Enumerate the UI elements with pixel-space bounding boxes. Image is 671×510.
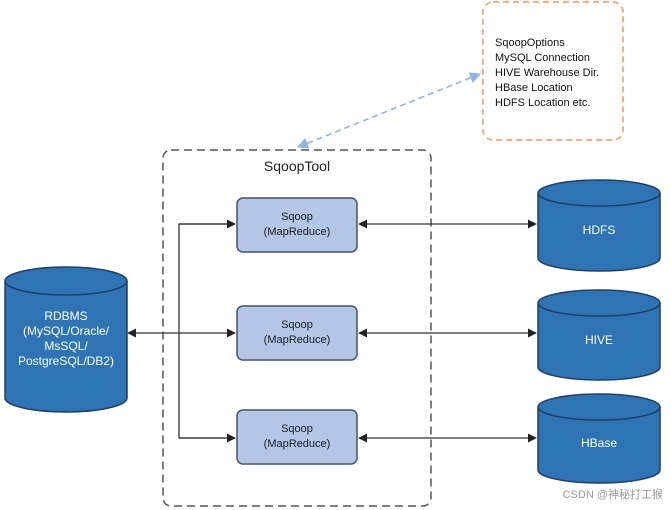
hbase-cylinder — [537, 393, 661, 484]
fanout-bracket — [178, 223, 235, 439]
option-line: SqoopOptions — [495, 37, 565, 49]
sqoop-tool-container — [162, 149, 432, 507]
option-line: MySQL Connection — [495, 52, 590, 64]
watermark: CSDN @神秘打工猴 — [562, 489, 663, 501]
sqoop-worker-label: Sqoop (MapReduce) — [263, 423, 331, 450]
option-line: HBase Location — [495, 82, 573, 94]
rdbms-label: RDBMS (MySQL/Oracle/ MsSQL/ PostgreSQL/D… — [17, 309, 115, 368]
sqoop-options-list: SqoopOptions MySQL Connection HIVE Wareh… — [495, 36, 599, 111]
sqoop-tool-title: SqoopTool — [263, 158, 331, 174]
sqoop-worker-label: Sqoop (MapReduce) — [263, 319, 331, 346]
hbase-label: HBase — [580, 436, 618, 450]
option-line: HDFS Location etc. — [495, 97, 591, 109]
rdbms-cylinder — [4, 266, 128, 413]
option-line: HIVE Warehouse Dir. — [495, 67, 600, 79]
hdfs-label: HDFS — [582, 223, 616, 237]
hive-label: HIVE — [584, 333, 613, 347]
sqoop-worker-box-2 — [236, 305, 358, 361]
sqoop-worker-box-3 — [236, 409, 358, 465]
hdfs-cylinder — [537, 179, 661, 272]
options-link-arrow — [296, 72, 482, 149]
sqoop-worker-label: Sqoop (MapReduce) — [263, 211, 331, 238]
hive-cylinder — [537, 289, 661, 381]
sqoop-worker-box-1 — [236, 197, 358, 253]
sqoop-options-box — [482, 1, 624, 141]
